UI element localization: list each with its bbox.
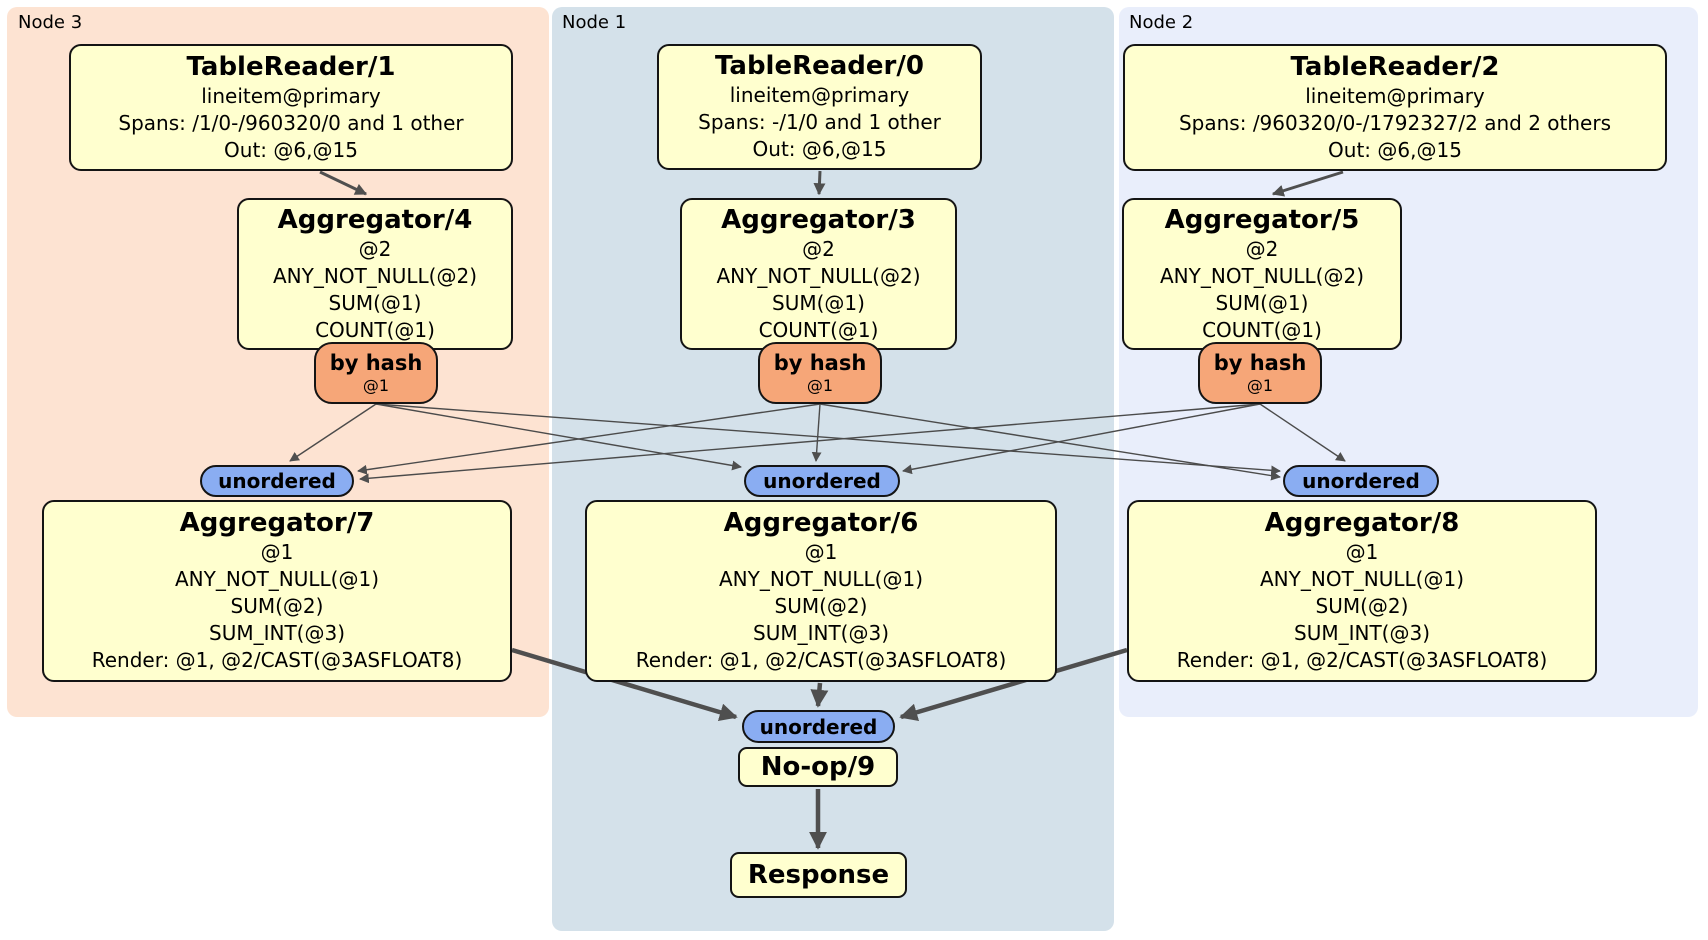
node-line: SUM(@1): [1215, 290, 1309, 315]
router-title: by hash: [329, 351, 423, 375]
node-line: COUNT(@1): [758, 317, 879, 342]
node-line: lineitem@primary: [1305, 83, 1485, 108]
aggregator-6-box: Aggregator/6 @1 ANY_NOT_NULL(@1) SUM(@2)…: [585, 500, 1057, 682]
node-title: Response: [747, 859, 890, 890]
aggregator-8-box: Aggregator/8 @1 ANY_NOT_NULL(@1) SUM(@2)…: [1127, 500, 1597, 682]
node-title: Aggregator/4: [277, 204, 473, 235]
noop-box: No-op/9: [738, 747, 898, 787]
node-line: Spans: /1/0-/960320/0 and 1 other: [118, 110, 464, 135]
sync-unordered-final: unordered: [742, 710, 895, 743]
node-line: @2: [358, 236, 392, 261]
node-line: Out: @6,@15: [224, 137, 358, 162]
node-line: Render: @1, @2/CAST(@3ASFLOAT8): [91, 648, 463, 672]
node-line: SUM(@2): [1315, 594, 1409, 618]
node-line: COUNT(@1): [315, 317, 435, 342]
node-line: ANY_NOT_NULL(@1): [719, 567, 923, 591]
panel-label-node1: Node 1: [562, 12, 627, 33]
hash-router-3: by hash @1: [758, 342, 882, 404]
node-title: No-op/9: [760, 751, 876, 782]
node-line: SUM(@2): [230, 594, 324, 618]
aggregator-4-box: Aggregator/4 @2 ANY_NOT_NULL(@2) SUM(@1)…: [237, 198, 513, 350]
aggregator-7-box: Aggregator/7 @1 ANY_NOT_NULL(@1) SUM(@2)…: [42, 500, 512, 682]
node-line: Spans: -/1/0 and 1 other: [698, 110, 941, 134]
node-title: Aggregator/3: [721, 204, 916, 235]
node-title: Aggregator/7: [179, 508, 375, 538]
router-detail: @1: [1246, 376, 1274, 395]
node-line: @2: [1245, 236, 1279, 261]
aggregator-3-box: Aggregator/3 @2 ANY_NOT_NULL(@2) SUM(@1)…: [680, 198, 957, 350]
node-line: COUNT(@1): [1202, 317, 1322, 342]
node-title: TableReader/1: [186, 51, 396, 82]
tablereader-1-box: TableReader/1 lineitem@primary Spans: /1…: [69, 44, 513, 171]
node-line: ANY_NOT_NULL(@2): [716, 263, 921, 288]
node-line: @1: [1345, 540, 1379, 564]
panel-label-node3: Node 3: [18, 12, 83, 33]
node-line: SUM(@1): [328, 290, 422, 315]
router-title: by hash: [1213, 351, 1307, 375]
node-line: SUM_INT(@3): [1294, 621, 1430, 645]
node-line: Out: @6,@15: [752, 137, 887, 161]
tablereader-2-box: TableReader/2 lineitem@primary Spans: /9…: [1123, 44, 1667, 171]
node-title: TableReader/0: [715, 51, 924, 81]
node-line: SUM_INT(@3): [209, 621, 345, 645]
node-line: Out: @6,@15: [1328, 137, 1462, 162]
sync-unordered-8: unordered: [1283, 465, 1439, 497]
router-detail: @1: [806, 376, 834, 395]
node-line: Render: @1, @2/CAST(@3ASFLOAT8): [1176, 648, 1548, 672]
node-title: Aggregator/8: [1264, 508, 1460, 538]
router-detail: @1: [362, 376, 390, 395]
node-line: @2: [802, 236, 835, 261]
aggregator-5-box: Aggregator/5 @2 ANY_NOT_NULL(@2) SUM(@1)…: [1122, 198, 1402, 350]
response-box: Response: [730, 852, 907, 898]
node-line: lineitem@primary: [201, 83, 381, 108]
node-line: SUM_INT(@3): [753, 621, 889, 645]
node-line: ANY_NOT_NULL(@1): [175, 567, 379, 591]
sync-unordered-6: unordered: [744, 465, 900, 497]
hash-router-5: by hash @1: [1198, 342, 1322, 404]
node-line: ANY_NOT_NULL(@2): [1160, 263, 1364, 288]
node-line: SUM(@1): [772, 290, 865, 315]
sync-unordered-7: unordered: [200, 465, 354, 497]
node-line: Spans: /960320/0-/1792327/2 and 2 others: [1178, 110, 1611, 135]
tablereader-0-box: TableReader/0 lineitem@primary Spans: -/…: [657, 44, 982, 170]
node-title: Aggregator/6: [723, 508, 919, 538]
panel-label-node2: Node 2: [1129, 12, 1194, 33]
node-line: @1: [260, 540, 294, 564]
node-title: Aggregator/5: [1164, 204, 1360, 235]
hash-router-4: by hash @1: [314, 342, 438, 404]
router-title: by hash: [773, 351, 867, 375]
node-line: lineitem@primary: [729, 83, 910, 107]
node-line: Render: @1, @2/CAST(@3ASFLOAT8): [635, 648, 1007, 672]
node-title: TableReader/2: [1290, 51, 1500, 82]
node-line: ANY_NOT_NULL(@1): [1260, 567, 1464, 591]
node-line: ANY_NOT_NULL(@2): [273, 263, 477, 288]
node-line: @1: [804, 540, 838, 564]
node-line: SUM(@2): [774, 594, 868, 618]
